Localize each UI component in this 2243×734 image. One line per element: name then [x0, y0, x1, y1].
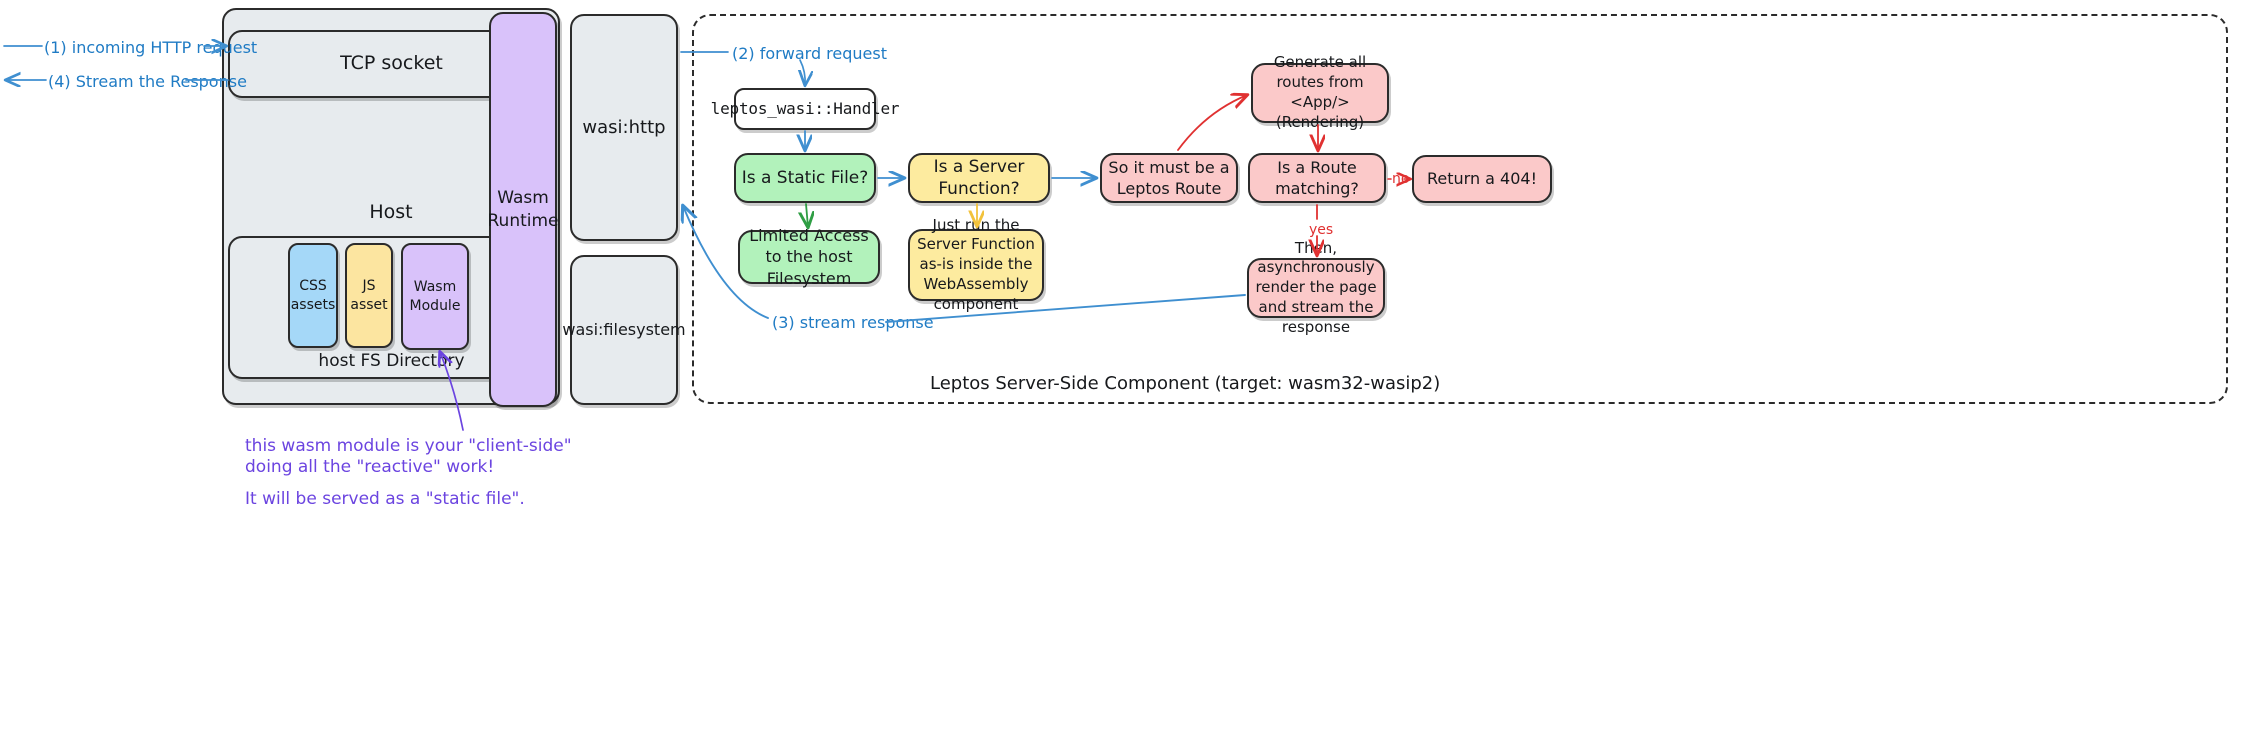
stream-response-label: (3) stream response: [772, 313, 934, 332]
tcp-socket-label: TCP socket: [340, 52, 443, 75]
must-be-leptos-route-box: So it must be a Leptos Route: [1100, 153, 1238, 203]
limited-access-host-fs-label: Limited Access to the host Filesystem: [749, 226, 869, 288]
run-server-function-label: Just run the Server Function as-is insid…: [917, 215, 1035, 313]
is-a-static-file-box: Is a Static File?: [734, 153, 876, 203]
is-a-server-function-label: Is a Server Function?: [933, 156, 1025, 199]
wasi-http-label: wasi:http: [582, 116, 666, 138]
is-a-server-function-box: Is a Server Function?: [908, 153, 1050, 203]
branch-yes-label: yes: [1309, 222, 1334, 238]
leptos-wasi-handler-box: leptos_wasi::Handler: [711, 88, 900, 130]
wasi-filesystem-box: wasi:filesystem: [562, 255, 686, 405]
generate-all-routes-box: Generate all routes from <App/> (Renderi…: [1251, 53, 1389, 131]
is-a-route-matching-box: Is a Route matching?: [1248, 153, 1386, 203]
leptos-wasi-handler-label: leptos_wasi::Handler: [710, 99, 900, 119]
generate-all-routes-label: Generate all routes from <App/> (Renderi…: [1273, 53, 1367, 131]
wasm-note-line3: It will be served as a "static file".: [245, 489, 525, 509]
render-and-stream-box: Then, asynchronously render the page and…: [1247, 239, 1385, 336]
return-a-404-box: Return a 404!: [1412, 155, 1552, 203]
host-fs-directory-label: host FS Directory: [318, 350, 465, 371]
wasi-http-box: wasi:http: [570, 14, 678, 241]
must-be-leptos-route-label: So it must be a Leptos Route: [1108, 157, 1230, 198]
incoming-http-request-label: (1) incoming HTTP request: [44, 38, 258, 57]
host-label: Host: [369, 201, 413, 223]
limited-access-host-fs-box: Limited Access to the host Filesystem: [738, 226, 880, 288]
leptos-server-side-panel: [692, 14, 2228, 404]
wasm-note-line1: this wasm module is your "client-side": [245, 436, 572, 456]
is-a-static-file-label: Is a Static File?: [741, 167, 869, 188]
wasi-filesystem-label: wasi:filesystem: [562, 320, 686, 340]
branch-no-label: no: [1392, 171, 1410, 187]
is-a-route-matching-label: Is a Route matching?: [1275, 157, 1359, 198]
run-server-function-box: Just run the Server Function as-is insid…: [908, 216, 1044, 313]
return-a-404-label: Return a 404!: [1426, 169, 1538, 189]
forward-request-label: (2) forward request: [732, 44, 887, 63]
leptos-panel-title: Leptos Server-Side Component (target: wa…: [930, 373, 1441, 394]
wasm-note-line2: doing all the "reactive" work!: [245, 457, 495, 477]
render-and-stream-label: Then, asynchronously render the page and…: [1255, 238, 1377, 336]
stream-the-response-label: (4) Stream the Response: [48, 72, 247, 91]
